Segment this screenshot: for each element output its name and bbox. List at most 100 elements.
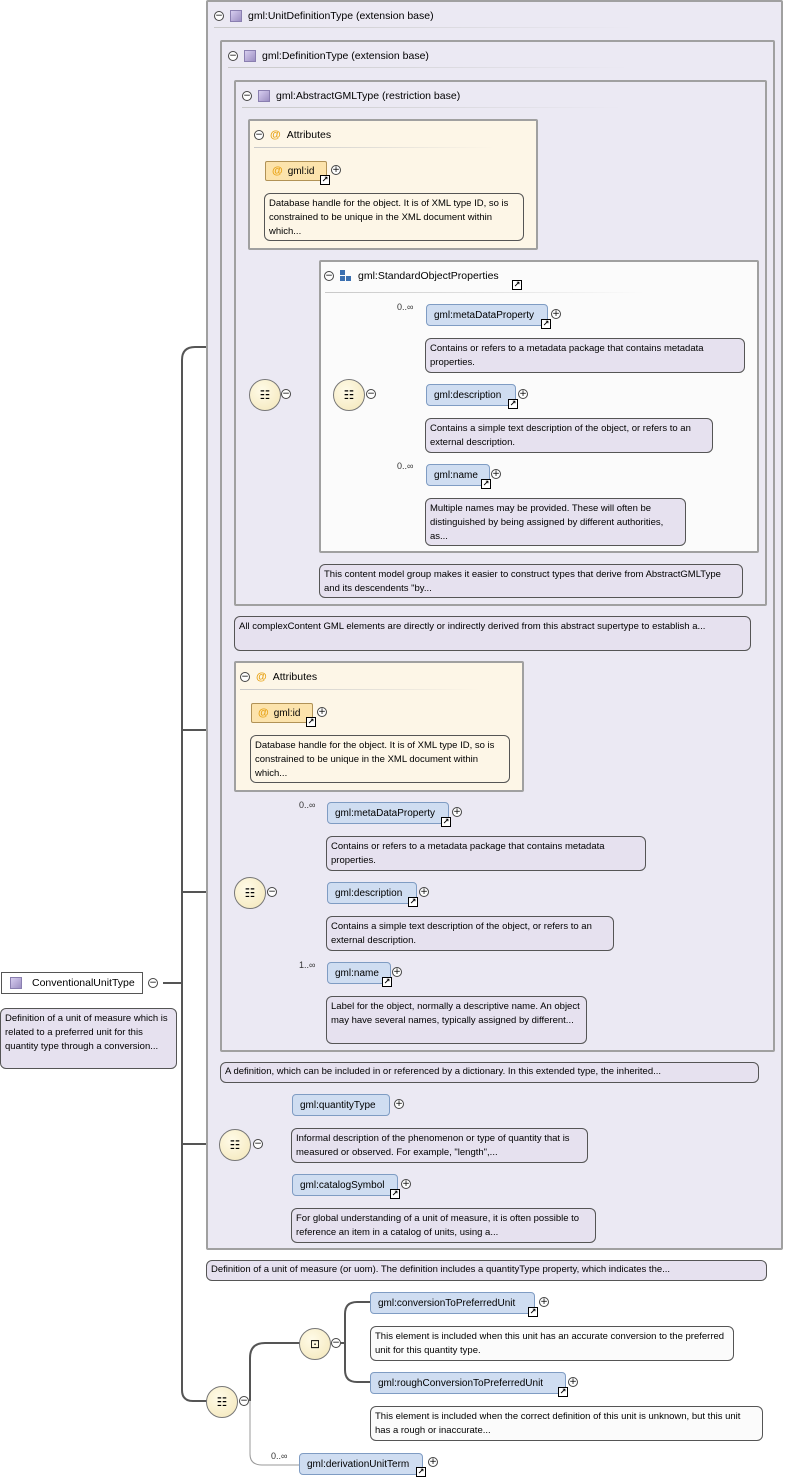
gml-id-attribute[interactable]: @ gml:id: [265, 161, 327, 181]
collapse-icon[interactable]: −: [239, 1396, 249, 1406]
roughconversiontopreferredunit-doc: This element is included when the correc…: [370, 1406, 763, 1441]
occurrence-label: 0..∞: [271, 1451, 288, 1461]
link-icon[interactable]: ↗: [306, 717, 316, 727]
link-icon[interactable]: ↗: [416, 1467, 426, 1477]
name-doc: Label for the object, normally a descrip…: [326, 996, 587, 1044]
expand-icon[interactable]: +: [551, 309, 561, 319]
expand-icon[interactable]: +: [518, 389, 528, 399]
attribute-icon: @: [272, 165, 283, 177]
link-icon[interactable]: ↗: [481, 479, 491, 489]
unit-definition-type-header[interactable]: − gml:UnitDefinitionType (extension base…: [214, 9, 434, 23]
metadataproperty-doc: Contains or refers to a metadata package…: [326, 836, 646, 871]
quantitytype-doc: Informal description of the phenomenon o…: [291, 1128, 588, 1163]
expand-icon[interactable]: +: [539, 1297, 549, 1307]
sequence-compositor-2[interactable]: ☷: [333, 379, 365, 411]
expand-icon[interactable]: +: [428, 1457, 438, 1467]
collapse-icon[interactable]: −: [253, 1139, 263, 1149]
expand-icon[interactable]: +: [392, 967, 402, 977]
complex-type-icon: [10, 977, 22, 989]
gml-id-label: gml:id: [273, 707, 301, 719]
expand-icon[interactable]: +: [331, 165, 341, 175]
definition-type-header[interactable]: − gml:DefinitionType (extension base): [228, 49, 429, 63]
link-icon[interactable]: ↗: [512, 280, 522, 290]
link-icon[interactable]: ↗: [320, 175, 330, 185]
link-icon[interactable]: ↗: [541, 319, 551, 329]
collapse-icon[interactable]: −: [214, 11, 224, 21]
collapse-icon[interactable]: −: [254, 130, 264, 140]
link-icon[interactable]: ↗: [408, 897, 418, 907]
element-label: gml:catalogSymbol: [300, 1179, 385, 1191]
gml-id-attribute[interactable]: @ gml:id: [251, 703, 313, 723]
unit-definition-type-doc: Definition of a unit of measure (or uom)…: [206, 1260, 767, 1281]
unit-definition-type-title: gml:UnitDefinitionType (extension base): [248, 10, 434, 22]
standard-object-properties-doc: This content model group makes it easier…: [319, 564, 743, 598]
group-icon: [340, 270, 352, 282]
element-label: gml:conversionToPreferredUnit: [378, 1297, 516, 1309]
collapse-icon[interactable]: −: [366, 389, 376, 399]
abstract-gml-type-header[interactable]: − gml:AbstractGMLType (restriction base): [242, 89, 460, 103]
attribute-icon: @: [258, 707, 269, 719]
element-label: gml:metaDataProperty: [335, 807, 436, 819]
root-type-title: ConventionalUnitType: [32, 977, 135, 989]
element-roughconversiontopreferredunit[interactable]: gml:roughConversionToPreferredUnit: [370, 1372, 566, 1394]
attributes-title: Attributes: [286, 129, 332, 141]
element-label: gml:description: [434, 389, 502, 401]
standard-object-properties-header[interactable]: − gml:StandardObjectProperties: [324, 269, 499, 283]
collapse-icon[interactable]: −: [324, 271, 334, 281]
expand-icon[interactable]: +: [419, 887, 429, 897]
attributes-header-1[interactable]: − @ Attributes: [254, 128, 331, 142]
gml-id-doc: Database handle for the object. It is of…: [250, 735, 510, 783]
occurrence-label: 0..∞: [397, 461, 414, 471]
metadataproperty-doc: Contains or refers to a metadata package…: [425, 338, 745, 373]
abstract-gml-type-doc: All complexContent GML elements are dire…: [234, 616, 751, 651]
expand-icon[interactable]: +: [401, 1179, 411, 1189]
description-doc: Contains a simple text description of th…: [326, 916, 614, 951]
element-derivationunitterm[interactable]: gml:derivationUnitTerm: [299, 1453, 423, 1475]
root-type-doc: Definition of a unit of measure which is…: [0, 1008, 177, 1069]
element-label: gml:roughConversionToPreferredUnit: [378, 1377, 544, 1389]
expand-icon[interactable]: +: [452, 807, 462, 817]
occurrence-label: 0..∞: [299, 800, 316, 810]
element-name[interactable]: gml:name: [327, 962, 391, 984]
sequence-compositor-4[interactable]: ☷: [219, 1129, 251, 1161]
element-conversiontopreferredunit[interactable]: gml:conversionToPreferredUnit: [370, 1292, 535, 1314]
expand-icon[interactable]: +: [317, 707, 327, 717]
element-metadataproperty[interactable]: gml:metaDataProperty: [327, 802, 449, 824]
collapse-icon[interactable]: −: [228, 51, 238, 61]
collapse-icon[interactable]: −: [240, 672, 250, 682]
collapse-icon[interactable]: −: [267, 887, 277, 897]
element-label: gml:quantityType: [300, 1099, 376, 1111]
collapse-icon[interactable]: −: [148, 978, 158, 988]
link-icon[interactable]: ↗: [441, 817, 451, 827]
element-metadataproperty[interactable]: gml:metaDataProperty: [426, 304, 548, 326]
occurrence-label: 1..∞: [299, 960, 316, 970]
attributes-header-2[interactable]: − @ Attributes: [240, 670, 317, 684]
name-doc: Multiple names may be provided. These wi…: [425, 498, 686, 546]
link-icon[interactable]: ↗: [390, 1189, 400, 1199]
element-description[interactable]: gml:description: [327, 882, 417, 904]
link-icon[interactable]: ↗: [382, 977, 392, 987]
sequence-compositor-5[interactable]: ☷: [206, 1386, 238, 1418]
element-description[interactable]: gml:description: [426, 384, 516, 406]
sequence-compositor-1[interactable]: ☷: [249, 379, 281, 411]
attributes-group-2: − @ Attributes @ gml:id ↗ + Database han…: [234, 661, 524, 792]
root-type-conventionalunittype[interactable]: ConventionalUnitType: [1, 972, 143, 994]
attributes-group-1: − @ Attributes @ gml:id ↗ + Database han…: [248, 119, 538, 250]
expand-icon[interactable]: +: [394, 1099, 404, 1109]
sequence-compositor-3[interactable]: ☷: [234, 877, 266, 909]
element-catalogsymbol[interactable]: gml:catalogSymbol: [292, 1174, 398, 1196]
conversiontopreferredunit-doc: This element is included when this unit …: [370, 1326, 734, 1361]
choice-compositor[interactable]: ⊡: [299, 1328, 331, 1360]
collapse-icon[interactable]: −: [242, 91, 252, 101]
expand-icon[interactable]: +: [568, 1377, 578, 1387]
element-name[interactable]: gml:name: [426, 464, 490, 486]
abstract-gml-type-title: gml:AbstractGMLType (restriction base): [276, 90, 461, 102]
link-icon[interactable]: ↗: [508, 399, 518, 409]
expand-icon[interactable]: +: [491, 469, 501, 479]
collapse-icon[interactable]: −: [331, 1338, 341, 1348]
link-icon[interactable]: ↗: [558, 1387, 568, 1397]
link-icon[interactable]: ↗: [528, 1307, 538, 1317]
element-quantitytype[interactable]: gml:quantityType: [292, 1094, 390, 1116]
attribute-icon: @: [256, 671, 267, 683]
collapse-icon[interactable]: −: [281, 389, 291, 399]
